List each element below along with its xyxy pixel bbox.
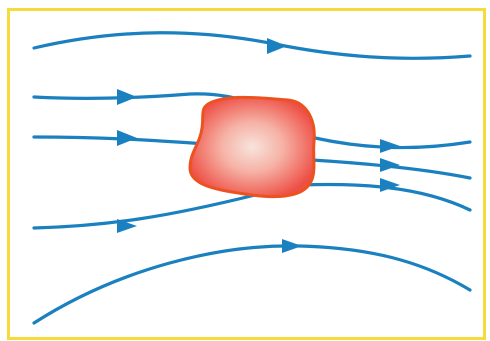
arrow-exit-upper-icon [380,139,400,153]
arrow-middle-icon [117,130,137,146]
frame-border [7,8,486,340]
arrow-exit-lower-icon [380,178,400,192]
arrow-lower-icon [117,219,137,233]
obstacle-blob [188,95,316,199]
arrow-exit-middle-icon [380,158,400,172]
arrow-bottom-icon [282,239,302,253]
arrow-top-icon [267,38,287,54]
streamline-lower-deflected [32,193,257,230]
arrow-upper-icon [117,89,137,105]
